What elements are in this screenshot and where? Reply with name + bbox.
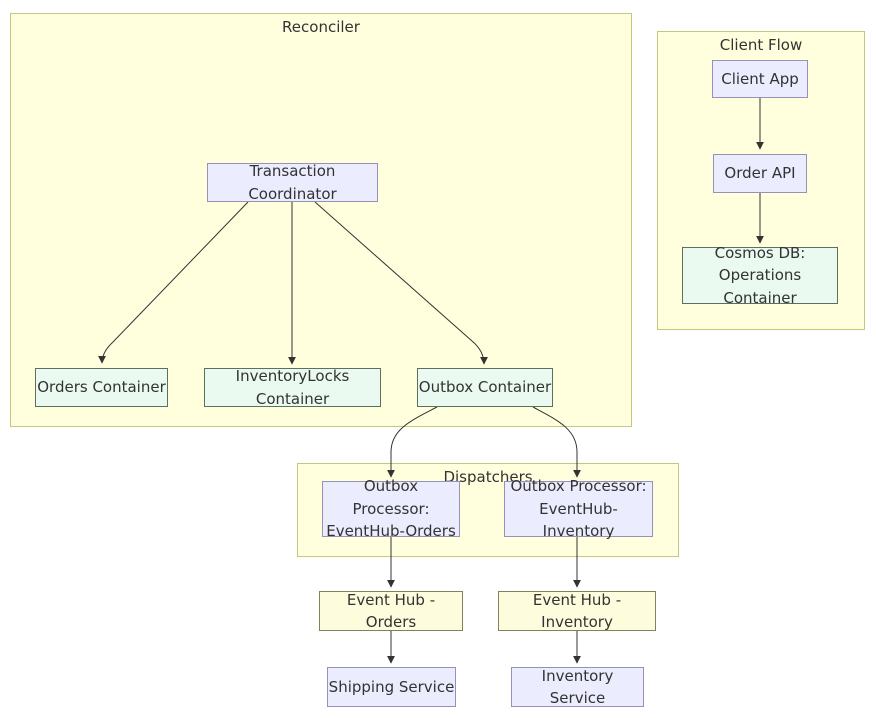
node-outbox-container: Outbox Container — [417, 368, 553, 407]
node-cosmos-db-operations-container: Cosmos DB: Operations Container — [682, 244, 838, 307]
node-transaction-coordinator: Transaction Coordinator — [207, 162, 378, 203]
node-outbox-processor-eventhub-orders: Outbox Processor: EventHub-Orders — [322, 477, 460, 540]
node-inventorylocks-container: InventoryLocks Container — [204, 367, 381, 408]
node-order-api: Order API — [713, 154, 807, 193]
node-shipping-service: Shipping Service — [327, 667, 456, 707]
node-event-hub-orders: Event Hub - Orders — [319, 591, 463, 631]
node-event-hub-inventory: Event Hub - Inventory — [498, 591, 656, 631]
node-inventory-service: Inventory Service — [511, 667, 644, 707]
node-orders-container: Orders Container — [35, 368, 168, 407]
cluster-reconciler-label: Reconciler — [282, 18, 360, 36]
node-outbox-processor-eventhub-inventory: Outbox Processor: EventHub-Inventory — [504, 477, 653, 540]
cluster-client-flow-label: Client Flow — [719, 36, 803, 54]
node-client-app: Client App — [712, 60, 808, 98]
